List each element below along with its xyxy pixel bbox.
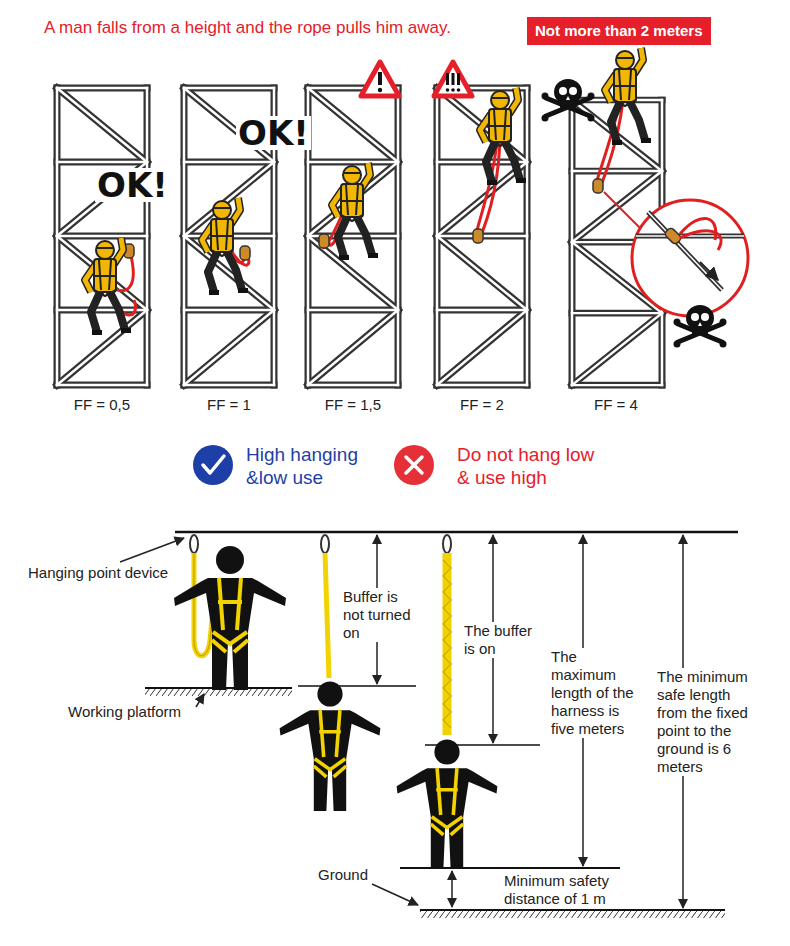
dimension-note: The minimum safe length from the fixed p… (655, 668, 755, 776)
skull-icons (542, 79, 727, 348)
part-name: Ground (316, 866, 370, 884)
fall-factor: FF = 2 (432, 396, 532, 414)
do-note: High hanging &low use (244, 444, 374, 490)
fall-factor: FF = 4 (566, 396, 666, 414)
fall-factor: FF = 1,5 (303, 396, 403, 414)
scaffold-towers (57, 88, 662, 385)
lower-diagram (120, 532, 738, 918)
box-text: Not more than 2 meters (535, 22, 703, 40)
workers (85, 48, 651, 335)
warning-box: Not more than 2 meters (527, 17, 711, 45)
fall-factor: FF = 0,5 (52, 396, 152, 414)
magnifier-detail (604, 192, 748, 316)
dimension-note: The maximum length of the harness is fiv… (549, 648, 641, 738)
warning-signs (361, 62, 472, 96)
callout-note: The buffer is on (462, 622, 540, 658)
lanyards (105, 75, 625, 315)
part-name: Hanging point device (26, 564, 170, 582)
title-text: A man falls from a height and the rope p… (42, 18, 453, 38)
dimension-note: Minimum safety distance of 1 m (502, 872, 622, 908)
part-name: Working platform (66, 703, 183, 721)
fall-factor: FF = 1 (179, 396, 279, 414)
callout-note: Buffer is not turned on (341, 588, 413, 642)
ok-mark: OK! (236, 116, 311, 150)
ok-mark: OK! (95, 168, 170, 202)
dont-note: Do not hang low & use high (455, 444, 607, 490)
